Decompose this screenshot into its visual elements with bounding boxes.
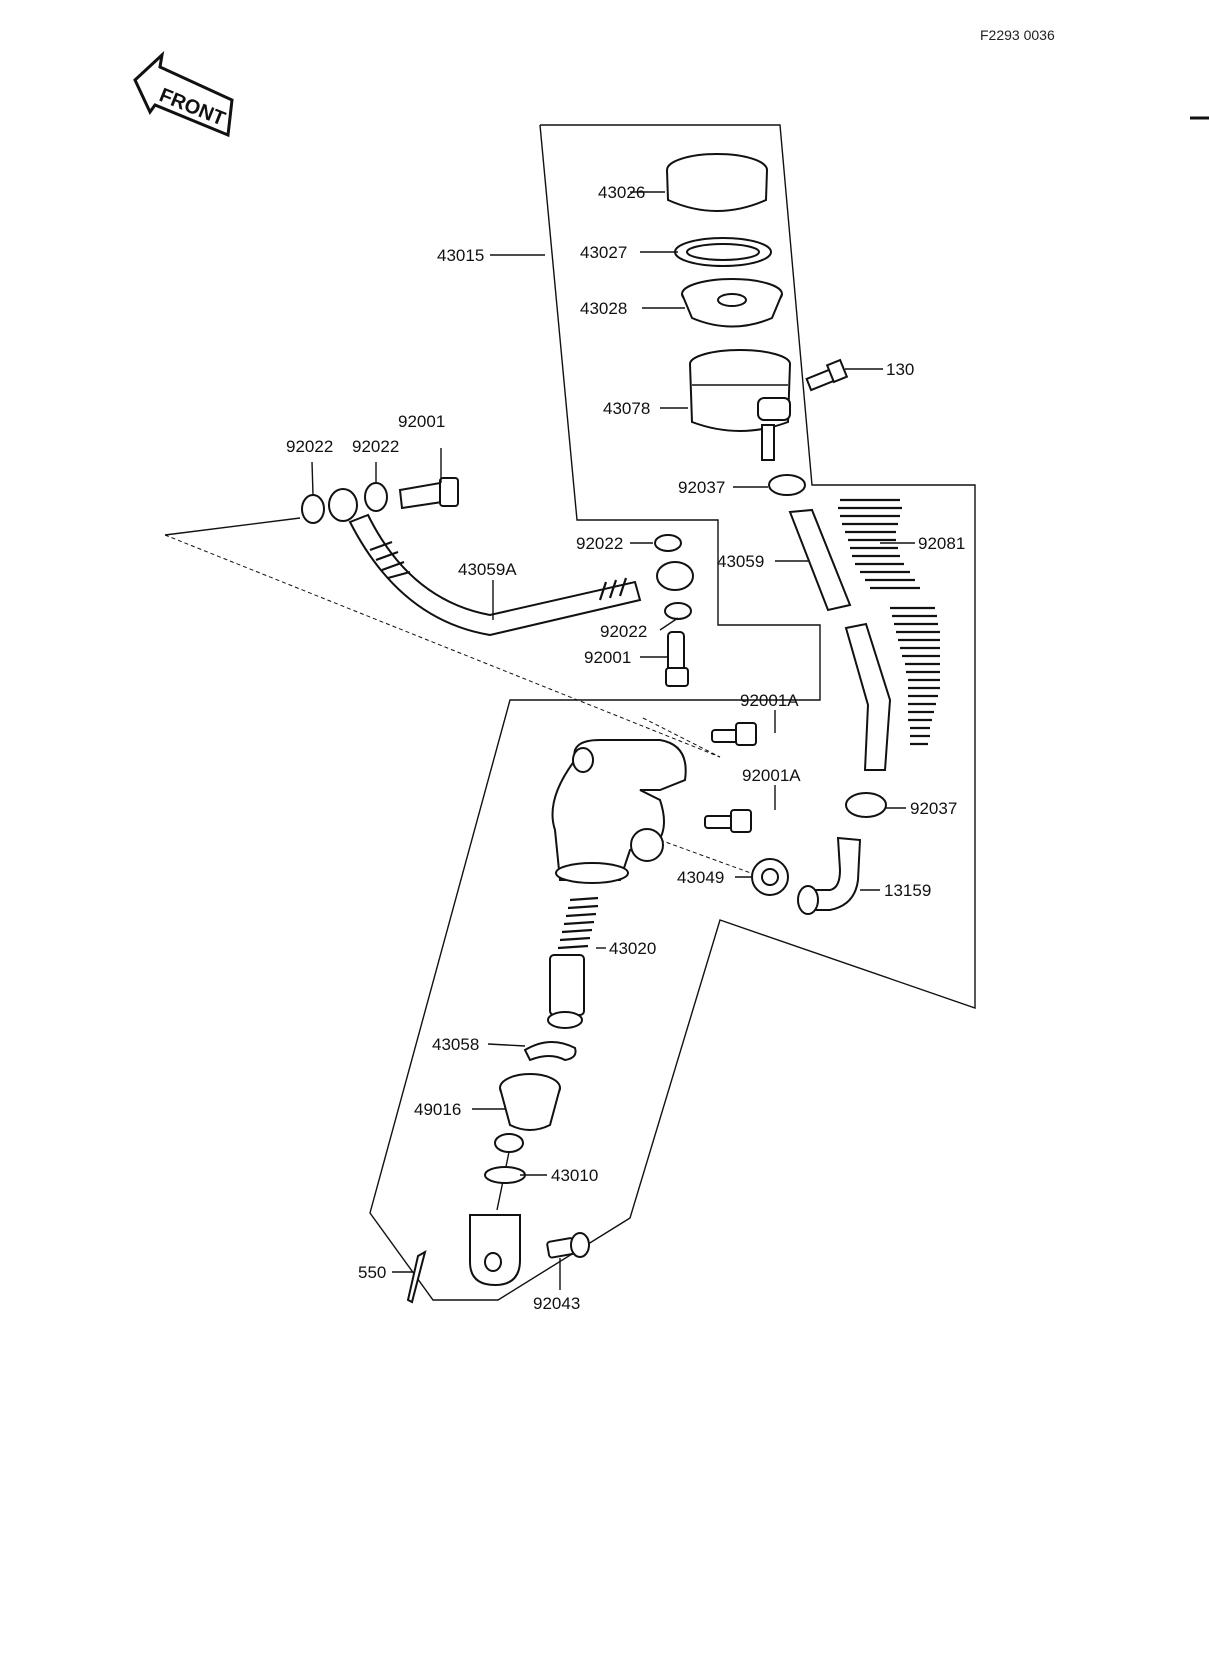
bolt-92001a-lower	[704, 809, 752, 833]
assembly-outline	[369, 124, 976, 1301]
label-92037-bottom: 92037	[910, 799, 957, 818]
label-43015: 43015	[437, 246, 484, 265]
label-92022-d: 92022	[600, 622, 647, 641]
leader-lines	[311, 191, 915, 1290]
bolt-130	[805, 358, 849, 392]
label-43058: 43058	[432, 1035, 479, 1054]
label-43026: 43026	[598, 183, 645, 202]
hose-spring-guard	[838, 498, 940, 746]
washer-b	[364, 482, 388, 512]
label-43078: 43078	[603, 399, 650, 418]
label-92001-top: 92001	[398, 412, 445, 431]
label-13159: 13159	[884, 881, 931, 900]
piston-assembly	[547, 896, 599, 1029]
label-92081: 92081	[918, 534, 965, 553]
diaphragm	[681, 278, 783, 328]
banjo-bolt-top	[398, 477, 459, 510]
master-cylinder-body	[551, 739, 687, 884]
label-92001a-lower: 92001A	[742, 766, 801, 785]
label-92022-c: 92022	[576, 534, 623, 553]
label-92022-b: 92022	[352, 437, 399, 456]
washer-a	[301, 494, 325, 524]
diagram-reference: F2293 0036	[980, 27, 1055, 43]
front-arrow-icon: FRONT	[133, 50, 234, 138]
label-43027: 43027	[580, 243, 627, 262]
push-rod	[469, 1133, 526, 1287]
cotter-pin	[406, 1249, 427, 1304]
label-43010: 43010	[551, 1166, 598, 1185]
label-92022-a: 92022	[286, 437, 333, 456]
hose-guide-line	[164, 534, 721, 758]
hose-clamp-bottom	[845, 792, 887, 818]
dust-boot	[499, 1073, 561, 1131]
guide-line	[659, 839, 771, 881]
washer-d	[664, 602, 692, 620]
label-92043: 92043	[533, 1294, 580, 1313]
grommet	[751, 858, 789, 896]
label-43059a: 43059A	[458, 560, 517, 579]
reservoir-hose	[788, 508, 892, 771]
bolt-92001a-upper	[711, 722, 757, 746]
label-43028: 43028	[580, 299, 627, 318]
banjo-bolt-mid	[665, 631, 689, 687]
circlip	[523, 1041, 577, 1062]
label-43059: 43059	[717, 552, 764, 571]
label-130: 130	[886, 360, 914, 379]
label-550: 550	[358, 1263, 386, 1282]
elbow-fitting	[797, 836, 862, 915]
washer-c	[654, 534, 682, 552]
label-92037-top: 92037	[678, 478, 725, 497]
reservoir	[689, 349, 791, 461]
brake-hose	[328, 488, 694, 637]
clevis-pin	[546, 1232, 590, 1259]
diaphragm-plate	[674, 237, 772, 267]
label-43020: 43020	[609, 939, 656, 958]
guide-line	[642, 717, 721, 758]
hose-outline	[164, 517, 301, 536]
label-43049: 43049	[677, 868, 724, 887]
label-92001a-upper: 92001A	[740, 691, 799, 710]
hose-clamp-top	[768, 474, 806, 496]
label-49016: 49016	[414, 1100, 461, 1119]
label-92001-mid: 92001	[584, 648, 631, 667]
reservoir-cap	[666, 153, 768, 212]
